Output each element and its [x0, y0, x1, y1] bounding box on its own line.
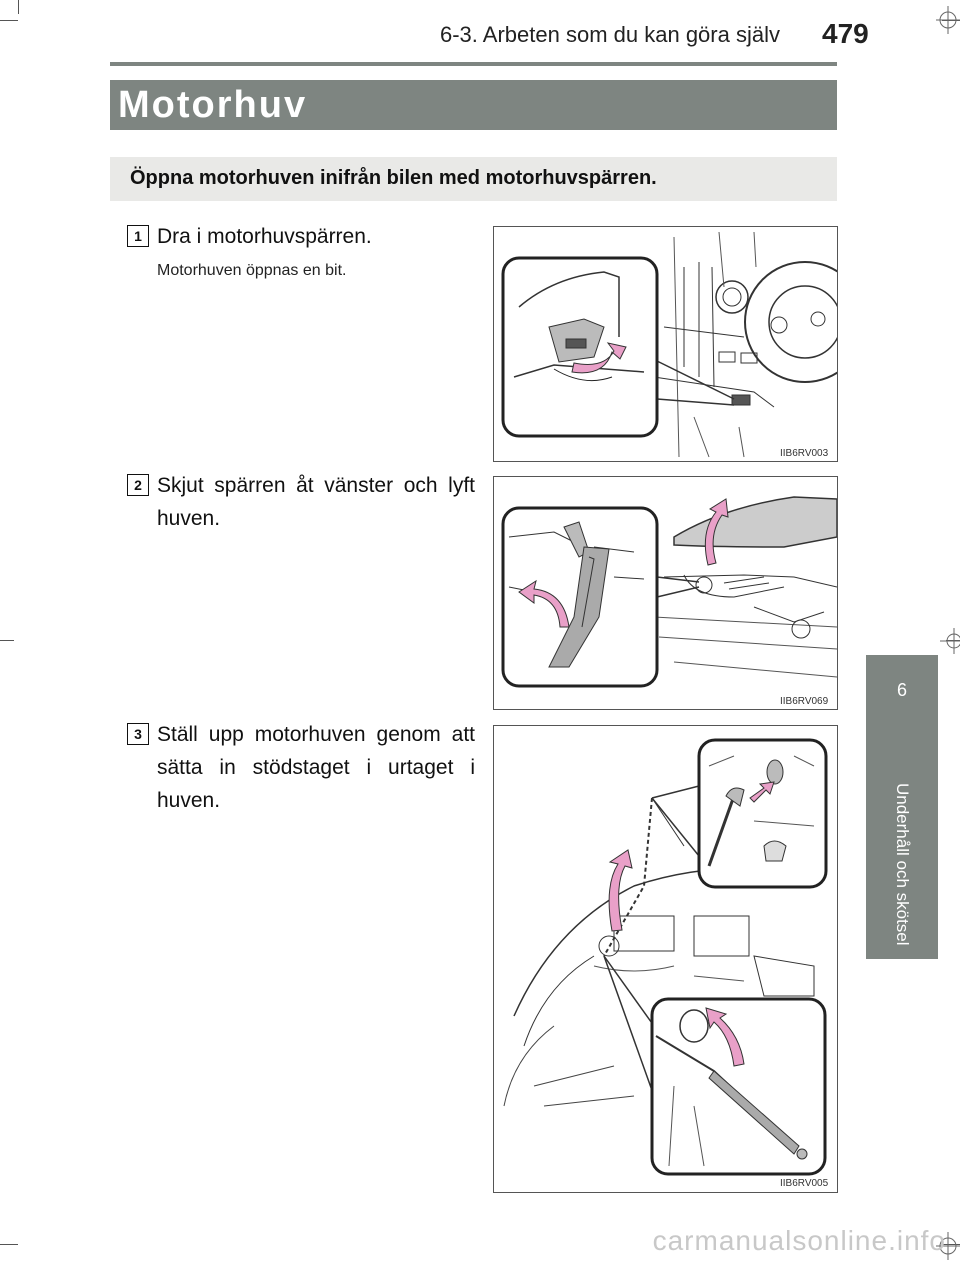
chapter-label: Underhåll och skötsel — [893, 783, 912, 946]
page-number: 479 — [822, 18, 869, 49]
chapter-number: 6 — [896, 680, 907, 700]
section-heading: 6-3. Arbeten som du kan göra själv — [440, 22, 780, 47]
registration-mark-icon — [936, 6, 960, 34]
subtitle-bar — [110, 157, 837, 201]
step-number: 2 — [127, 474, 149, 496]
registration-mark-icon — [940, 628, 960, 654]
page-title: Motorhuv — [118, 84, 308, 126]
figure-hood-support-rod: IIB6RV005 — [493, 725, 838, 1193]
figure-code: IIB6RV005 — [780, 1178, 829, 1189]
registration-mark-icon — [936, 1232, 960, 1260]
figure-code: IIB6RV003 — [780, 448, 829, 459]
crop-mark — [0, 20, 18, 21]
crop-mark — [942, 1244, 960, 1245]
step-number: 3 — [127, 723, 149, 745]
crop-mark — [0, 1244, 18, 1245]
crop-mark — [0, 640, 14, 641]
step-number: 1 — [127, 225, 149, 247]
title-bar — [110, 80, 837, 130]
figure-hood-release-lever: IIB6RV003 — [493, 226, 838, 462]
crop-mark — [18, 0, 19, 14]
chapter-tab — [866, 655, 938, 959]
watermark: carmanualsonline.info — [652, 1225, 946, 1256]
step-text: Skjut spärren åt vänster och lyft huven. — [157, 474, 475, 530]
step-note: Motorhuven öppnas en bit. — [157, 262, 347, 279]
figure-code: IIB6RV069 — [780, 696, 829, 707]
subtitle: Öppna motorhuven inifrån bilen med motor… — [130, 167, 657, 189]
figure-hood-latch: IIB6RV069 — [493, 476, 838, 710]
header-divider — [110, 62, 837, 66]
step-text: Ställ upp motorhuven genom att sätta in … — [157, 723, 475, 812]
step-text: Dra i motorhuvspärren. — [157, 225, 372, 248]
